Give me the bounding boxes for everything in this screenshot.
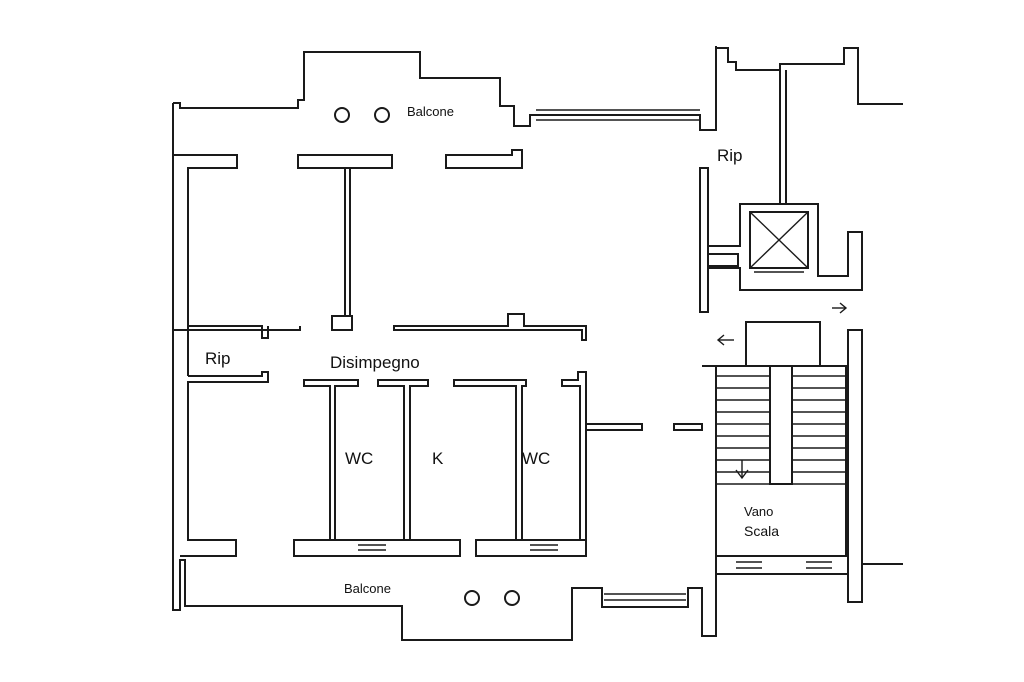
- arrow-left-icon: [716, 334, 734, 346]
- service-rooms: [293, 371, 703, 557]
- label-disimpegno: Disimpegno: [330, 353, 420, 372]
- arrow-right-icon: [832, 302, 848, 314]
- room-labels: Balcone Rip Rip Disimpegno WC K WC Vano …: [205, 104, 779, 596]
- bottom-balcony: [464, 590, 686, 606]
- label-scala: Scala: [744, 523, 779, 539]
- stair-well: [702, 321, 903, 603]
- top-balcony: [334, 107, 700, 123]
- label-vano: Vano: [744, 504, 773, 519]
- label-k: K: [432, 449, 444, 468]
- label-rip-right: Rip: [717, 146, 743, 165]
- column-icon: [374, 107, 390, 123]
- interior-walls: [173, 149, 587, 557]
- label-wc-right: WC: [522, 449, 550, 468]
- column-icon: [464, 590, 480, 606]
- direction-arrows: [716, 302, 848, 346]
- label-balcone-top: Balcone: [407, 104, 454, 119]
- column-icon: [334, 107, 350, 123]
- label-wc-left: WC: [345, 449, 373, 468]
- column-icon: [504, 590, 520, 606]
- outer-walls: [172, 46, 903, 641]
- lift-block: [707, 70, 863, 291]
- lift-icon: [749, 211, 809, 269]
- label-balcone-bottom: Balcone: [344, 581, 391, 596]
- label-rip-left: Rip: [205, 349, 231, 368]
